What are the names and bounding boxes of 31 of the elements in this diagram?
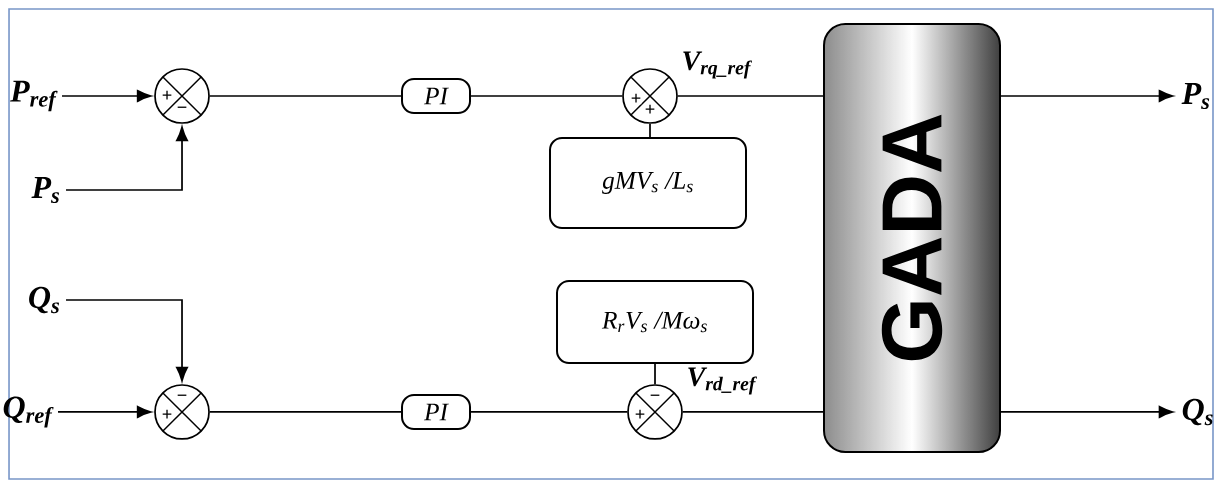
- connector-line: [470, 95, 623, 97]
- connector-line: [682, 411, 824, 413]
- signal-label: Q$_{s}$: [1182, 398, 1213, 426]
- signal-label: Q$_{ref}$: [3, 396, 54, 428]
- summing-junction: + −: [154, 68, 210, 124]
- summing-junction: − +: [154, 384, 210, 440]
- summing-junction: + +: [622, 68, 678, 124]
- arrow: [65, 126, 188, 191]
- arrow: [1000, 406, 1174, 418]
- connector-line: [209, 411, 402, 413]
- block-box: gMV$_{s}$ /L$_{s}$: [549, 137, 747, 229]
- signal-label: P$_{s}$: [1181, 82, 1210, 110]
- connector-line: [677, 95, 824, 97]
- connector-line: [654, 363, 656, 385]
- generator-block: GADA: [823, 23, 1001, 453]
- block-box: R$_{r}$V$_{s}$ /Mω$_{s}$: [556, 280, 754, 364]
- signal-label: V$_{rd_ref}$: [688, 367, 757, 395]
- signal-label: Q$_{s}$: [29, 286, 60, 314]
- summing-junction: − +: [627, 384, 683, 440]
- block-box: PI: [401, 394, 471, 430]
- arrow: [61, 90, 152, 102]
- arrow: [1000, 90, 1174, 102]
- signal-label: P$_{s}$: [31, 176, 60, 204]
- connector-line: [209, 95, 402, 97]
- connector-line: [470, 411, 628, 413]
- signal-label: V$_{rq_ref}$: [683, 51, 752, 79]
- block-box: PI: [401, 78, 471, 114]
- connector-line: [649, 123, 651, 138]
- signal-label: P$_{ref}$: [10, 80, 58, 112]
- arrow: [65, 299, 188, 382]
- arrow: [57, 406, 152, 418]
